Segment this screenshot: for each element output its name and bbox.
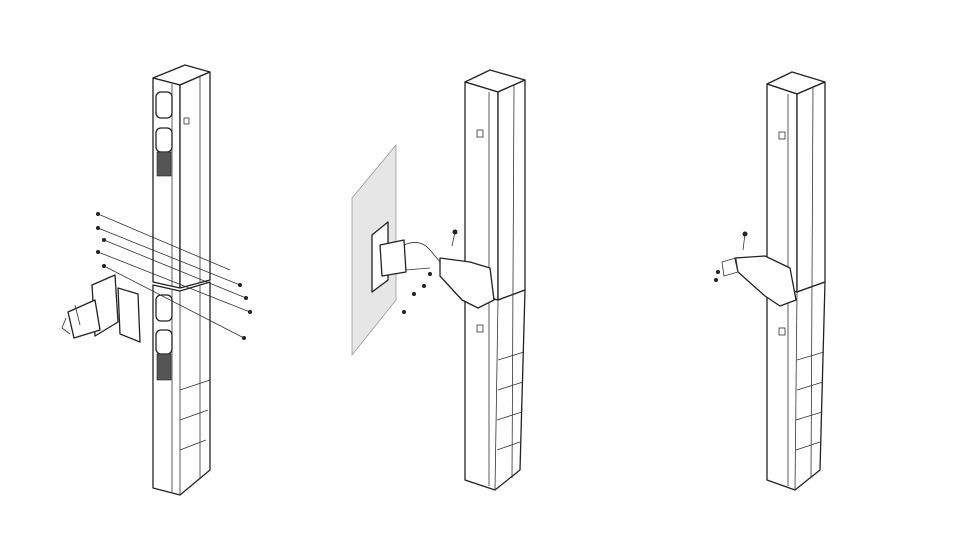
screws <box>402 229 458 314</box>
mounting-bracket <box>61 274 141 343</box>
figure-stacked-columns <box>61 64 252 496</box>
figure-bracket-mounted <box>714 71 826 491</box>
column-2 <box>464 69 526 491</box>
column-3 <box>766 71 826 491</box>
column-bracket <box>439 257 495 309</box>
figure-wall-mount <box>351 69 526 491</box>
lower-column <box>152 281 211 496</box>
upper-column <box>152 64 211 289</box>
bracket-3 <box>714 231 797 307</box>
rigging-pins <box>96 212 252 340</box>
